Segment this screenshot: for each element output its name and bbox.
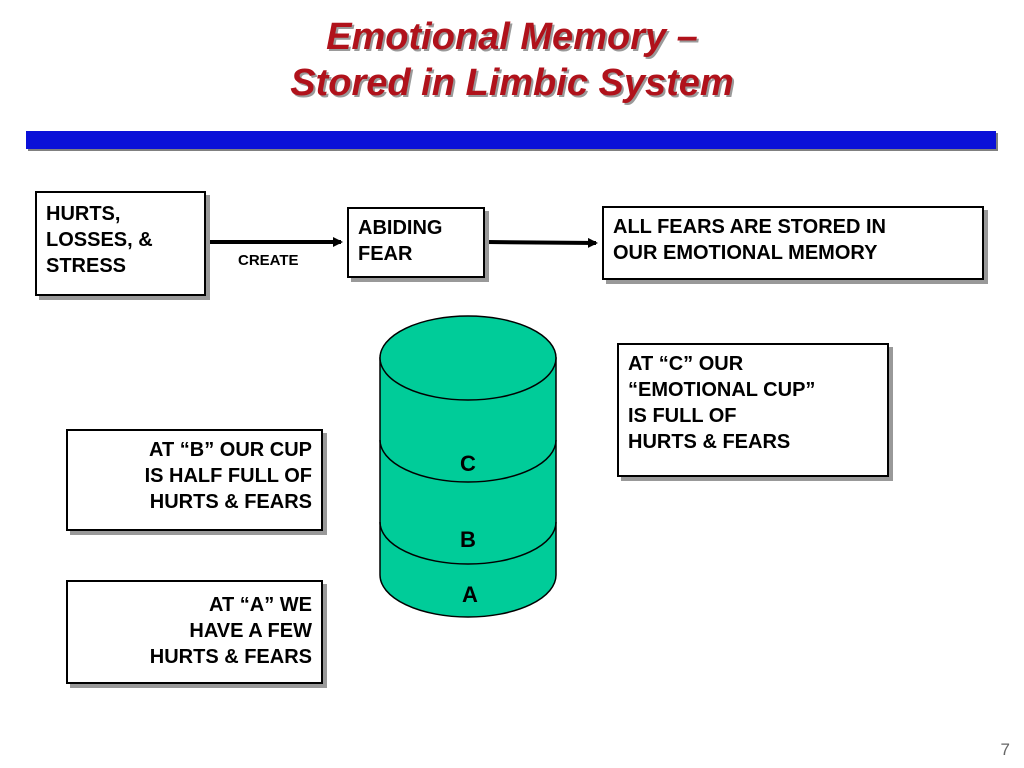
- title-line-1: Emotional Memory –: [326, 16, 698, 58]
- store-arrow: [486, 237, 598, 248]
- title-line-2: Stored in Limbic System: [290, 62, 734, 104]
- create-label: CREATE: [238, 252, 299, 269]
- cup-level-a-label: A: [462, 582, 478, 607]
- cup-level-b-label: B: [460, 527, 476, 552]
- emotional-cup-cylinder: [379, 315, 557, 618]
- abiding-fear-box: ABIDING FEAR: [347, 207, 485, 278]
- cup-level-c-label: C: [460, 451, 476, 476]
- title-rule: [26, 131, 996, 149]
- hurts-losses-stress-box: HURTS, LOSSES, & STRESS: [35, 191, 206, 296]
- fears-stored-box: ALL FEARS ARE STORED IN OUR EMOTIONAL ME…: [602, 206, 984, 280]
- note-level-b: AT “B” OUR CUP IS HALF FULL OF HURTS & F…: [66, 429, 323, 531]
- note-level-a: AT “A” WE HAVE A FEW HURTS & FEARS: [66, 580, 323, 684]
- level-line-b: [379, 521, 557, 565]
- level-line-c: [379, 439, 557, 483]
- page-number: 7: [1000, 740, 1010, 759]
- note-level-c: AT “C” OUR “EMOTIONAL CUP” IS FULL OF HU…: [617, 343, 889, 477]
- slide-title: Emotional Memory – Stored in Limbic Syst…: [0, 14, 1024, 106]
